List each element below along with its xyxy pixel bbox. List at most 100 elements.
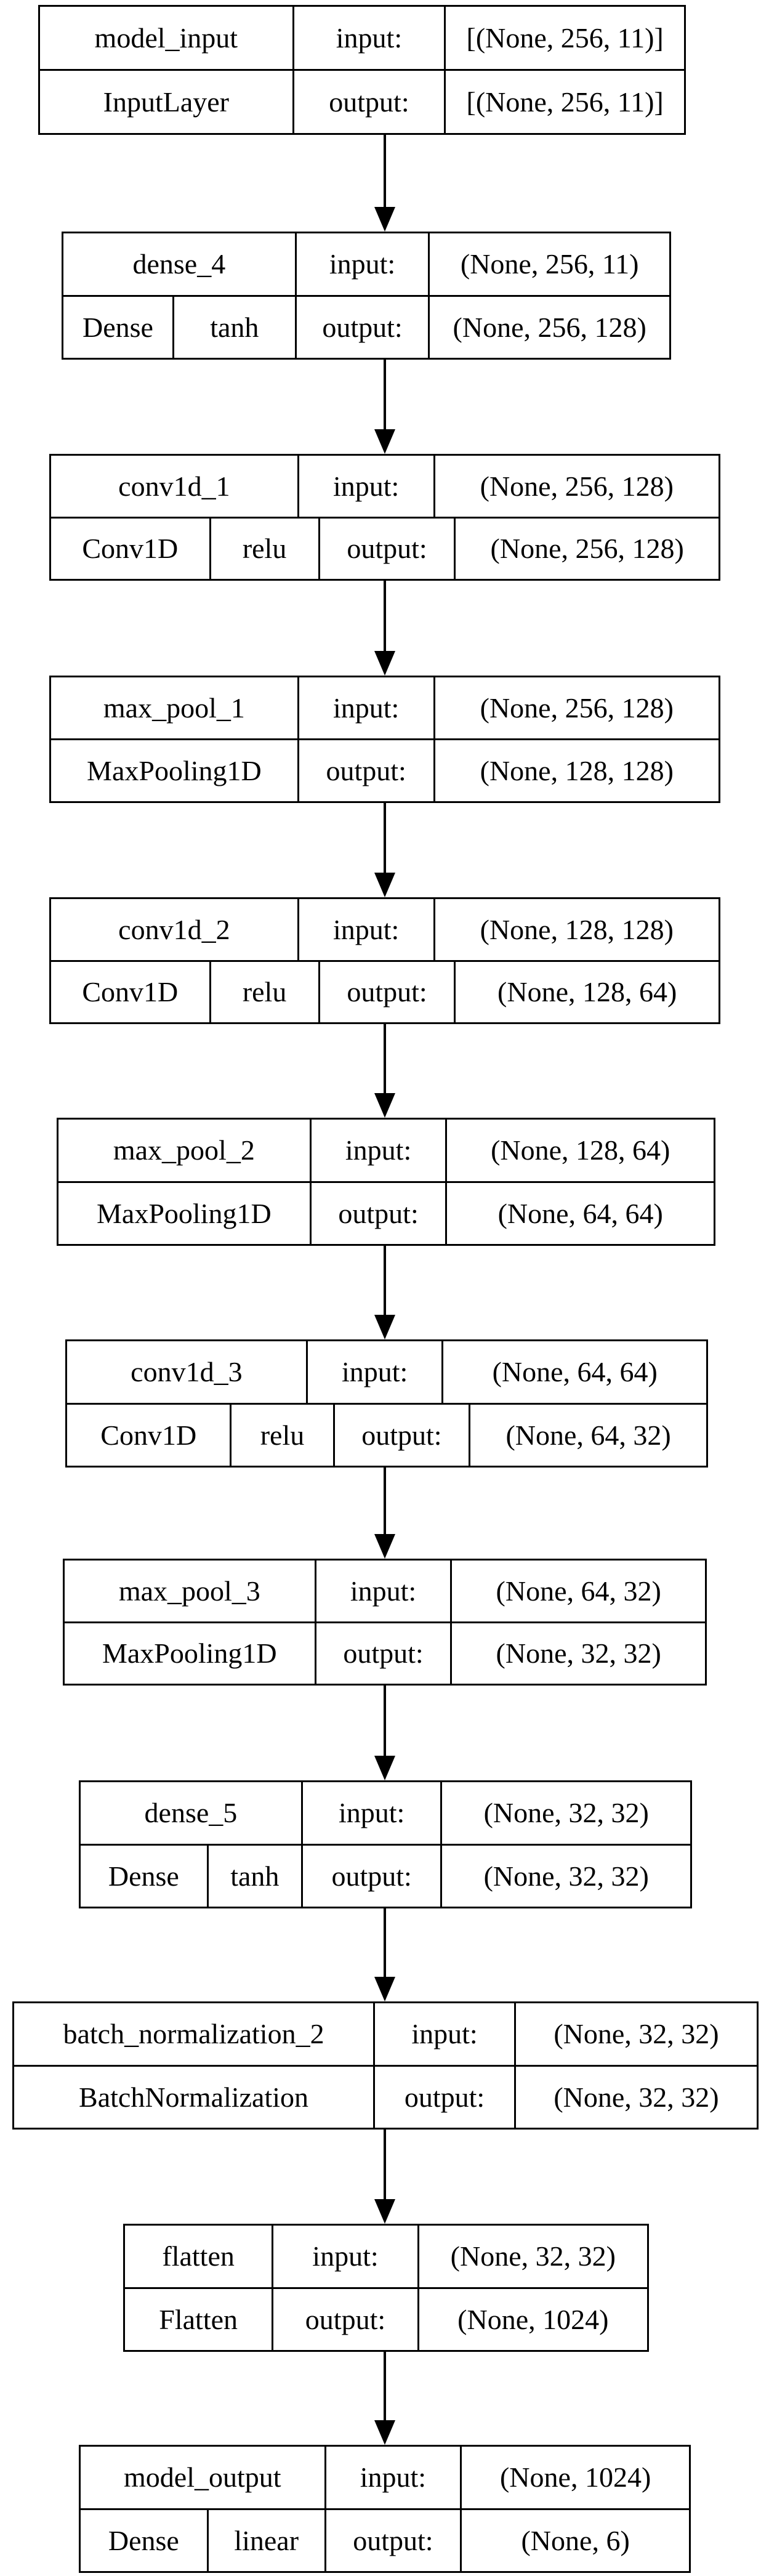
layer-type: InputLayer	[103, 86, 229, 118]
output-label: output:	[300, 1845, 441, 1907]
output-shape: (None, 256, 128)	[454, 518, 719, 579]
layer-name: batch_normalization_2	[63, 2018, 324, 2050]
arrowhead-icon	[374, 1093, 395, 1118]
layer-type: Dense	[108, 1860, 179, 1892]
layer-name: max_pool_2	[113, 1134, 255, 1166]
output-shape: (None, 1024)	[417, 2288, 647, 2350]
layer-name: dense_5	[144, 1797, 238, 1829]
output-label: output:	[309, 1182, 446, 1244]
arrowhead-icon	[374, 1977, 395, 2001]
input-label: input:	[305, 1341, 442, 1403]
layer-type: Conv1D	[100, 1419, 197, 1451]
layer-name: model_output	[124, 2461, 281, 2493]
output-shape: (None, 64, 32)	[469, 1404, 706, 1466]
arrowhead-icon	[374, 429, 395, 454]
input-label: input:	[300, 1782, 441, 1844]
output-label: output:	[294, 296, 429, 358]
layer-name: conv1d_2	[118, 913, 230, 945]
output-shape: (None, 128, 128)	[433, 740, 719, 801]
layer-name: max_pool_1	[103, 692, 245, 724]
input-label: input:	[324, 2447, 461, 2508]
input-label: input:	[314, 1561, 451, 1621]
edge-line	[384, 2352, 386, 2421]
input-shape: (None, 256, 128)	[433, 677, 719, 738]
layer-type: MaxPooling1D	[87, 755, 262, 786]
arrowhead-icon	[374, 873, 395, 897]
output-label: output:	[332, 1404, 469, 1466]
input-label: input:	[297, 899, 433, 960]
output-label: output:	[373, 2066, 514, 2128]
input-label: input:	[272, 2226, 417, 2287]
layer-type: Conv1D	[82, 976, 179, 1008]
input-shape: (None, 64, 32)	[450, 1561, 705, 1621]
output-label: output:	[314, 1623, 451, 1684]
arrowhead-icon	[374, 1756, 395, 1780]
edge-line	[384, 1908, 386, 1978]
arrowhead-icon	[374, 1315, 395, 1339]
layer-type: Dense	[108, 2524, 179, 2556]
edge-line	[384, 1024, 386, 1094]
input-shape: (None, 256, 128)	[433, 456, 719, 517]
layer-activation: linear	[206, 2509, 324, 2571]
input-label: input:	[297, 677, 433, 738]
arrowhead-icon	[374, 1534, 395, 1559]
input-label: input:	[292, 7, 445, 69]
input-shape: (None, 1024)	[460, 2447, 689, 2508]
output-label: output:	[324, 2509, 461, 2571]
edge-line	[384, 135, 386, 208]
arrowhead-icon	[374, 207, 395, 232]
arrowhead-icon	[374, 2420, 395, 2445]
output-label: output:	[318, 961, 454, 1022]
layer-name: max_pool_3	[118, 1575, 260, 1607]
output-shape: (None, 64, 64)	[445, 1182, 714, 1244]
output-label: output:	[292, 71, 445, 133]
input-shape: (None, 256, 11)	[428, 233, 669, 295]
layer-type: BatchNormalization	[79, 2081, 309, 2113]
input-shape: (None, 64, 64)	[441, 1341, 706, 1403]
layer-type: Dense	[82, 311, 153, 343]
edge-line	[384, 2130, 386, 2200]
layer-node-max-pool-3: max_pool_3 input:(None, 64, 32) MaxPooling…	[63, 1559, 707, 1686]
edge-line	[384, 803, 386, 874]
layer-name: dense_4	[132, 248, 226, 280]
layer-type: Flatten	[159, 2303, 238, 2335]
input-shape: (None, 32, 32)	[440, 1782, 690, 1844]
edge-line	[384, 1686, 386, 1757]
output-shape: [(None, 256, 11)]	[444, 71, 684, 133]
input-label: input:	[309, 1120, 446, 1181]
output-label: output:	[272, 2288, 417, 2350]
output-label: output:	[318, 518, 454, 579]
layer-node-model-output: model_output input:(None, 1024) Dense linea…	[79, 2445, 691, 2573]
input-shape: (None, 128, 128)	[433, 899, 719, 960]
arrowhead-icon	[374, 2199, 395, 2224]
output-shape: (None, 6)	[460, 2509, 689, 2571]
output-shape: (None, 32, 32)	[440, 1845, 690, 1907]
edge-line	[384, 1468, 386, 1535]
edge-line	[384, 1246, 386, 1316]
layer-activation: relu	[230, 1404, 332, 1466]
layer-node-conv1d-2: conv1d_2 input:(None, 128, 128) Conv1D relu…	[49, 897, 720, 1024]
layer-name: flatten	[162, 2240, 235, 2272]
layer-node-max-pool-1: max_pool_1 input:(None, 256, 128) MaxPooli…	[49, 676, 720, 803]
layer-type: MaxPooling1D	[102, 1637, 277, 1670]
layer-activation: tanh	[206, 1845, 301, 1907]
input-shape: (None, 32, 32)	[513, 2003, 757, 2065]
output-shape: (None, 128, 64)	[454, 961, 719, 1022]
layer-name: conv1d_1	[118, 470, 230, 502]
layer-activation: relu	[209, 961, 318, 1022]
edge-line	[384, 360, 386, 430]
output-label: output:	[297, 740, 433, 801]
output-shape: (None, 256, 128)	[428, 296, 669, 358]
input-shape: [(None, 256, 11)]	[444, 7, 684, 69]
arrowhead-icon	[374, 651, 395, 676]
layer-name: conv1d_3	[131, 1356, 243, 1388]
output-shape: (None, 32, 32)	[450, 1623, 705, 1684]
